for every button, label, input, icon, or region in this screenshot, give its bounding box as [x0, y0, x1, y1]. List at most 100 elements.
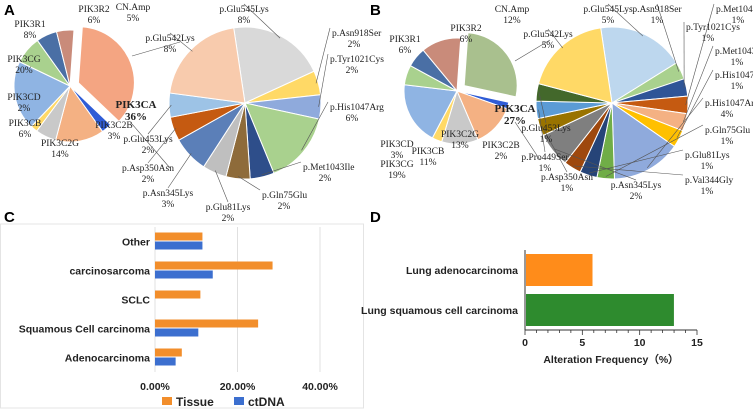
panel-b-main-value-pik3r2: 6% — [460, 35, 473, 45]
panel-c-bar-tissue-other — [155, 232, 203, 241]
panel-b-main-label-pik3cb: PIK3CB — [412, 147, 445, 157]
panel-a-sub-label-p-asn918ser: p.Asn918Ser — [332, 29, 382, 39]
panel-b-main-label-pik3cg: PIK3CG — [380, 160, 413, 170]
panel-a-main-value-pik3cb: 6% — [19, 130, 32, 140]
panel-b-sub-value-p-asp350asn: 1% — [561, 184, 574, 194]
panel-b-sub-label-p-val344gly: p.Val344Gly — [685, 176, 734, 186]
panel-b-main-slice-pik3cg — [403, 84, 458, 139]
panel-a-main-label-cn-amp: CN.Amp — [116, 3, 151, 13]
panel-c-legend-swatch-tissue — [162, 397, 172, 405]
panel-a-sub-label-p-gln75glu: p.Gln75Glu — [262, 191, 307, 201]
panel-b-main-value-pik3c2b: 2% — [495, 152, 508, 162]
panel-a-sub-value-p-glu542lys: 8% — [164, 45, 177, 55]
panel-b-connector-top — [514, 39, 551, 62]
panel-a-main-value-pik3r1: 8% — [24, 31, 37, 41]
panel-a-sub-leader-p-his1047arg — [301, 101, 329, 151]
panel-c-category-other: Other — [122, 237, 150, 249]
panel-b-sub-label-p-glu542lys: p.Glu542Lys — [523, 30, 573, 40]
panel-a-main-label-pik3cd: PIK3CD — [7, 93, 40, 103]
panel-d-xtick: 15 — [691, 337, 703, 349]
panel-c-xtick: 40.00% — [302, 381, 338, 393]
panel-c-legend-swatch-ctdna — [234, 397, 244, 405]
panel-d-letter: D — [370, 209, 381, 226]
panel-c-bar-ctdna-other — [155, 241, 203, 250]
panel-b-sub-label-p-asp350asn: p.Asp350Asn — [541, 173, 593, 183]
panel-b-sub-label-p-his1047arg: p.His1047Arg — [705, 99, 753, 109]
panel-b-sub-value-p-pro449ser: 1% — [539, 164, 552, 174]
panel-b-sub-leader-p-his1047arg — [646, 97, 704, 168]
panel-b-sub-value-p-asn345lys: 2% — [630, 192, 643, 202]
panel-a-main-slice-cn-amp — [55, 29, 75, 87]
panel-a-sub-value-p-met1043ile: 2% — [319, 174, 332, 184]
panel-d-category-lung-adenocarcinoma: Lung adenocarcinoma — [406, 265, 518, 277]
panel-b-sub-value-p-met1043phe: 1% — [731, 58, 744, 68]
panel-c-bar-tissue-adenocarcinoma — [155, 348, 182, 357]
panel-a-main-value-pik3cd: 2% — [18, 104, 31, 114]
panel-c-bar-ctdna-carcinosarcoma — [155, 270, 213, 279]
panel-b-sub-label-p-asn918ser: p.Asn918Ser — [632, 5, 682, 15]
panel-b-sub-leader-p-met1043ile — [685, 3, 715, 105]
panel-d-bar-lung-adenocarcinoma — [526, 254, 593, 286]
panel-a-main-value-pik3c2b: 3% — [108, 132, 121, 142]
panel-b-main-slice-pik3ca — [463, 32, 518, 98]
panel-a-sub-leader-p-glu81lys — [215, 170, 229, 203]
panel-a-main-slice-pik3cg — [13, 61, 71, 128]
panel-a-sub-leader-p-tyr1021cys — [318, 53, 329, 107]
panel-c-bar-ctdna-adenocarcinoma — [155, 357, 176, 366]
panel-a-sub-value-p-asp350asn: 2% — [142, 175, 155, 185]
panel-a-sub-slice-p-glu545lys — [233, 26, 315, 104]
panel-a-sub-value-p-gln75glu: 2% — [278, 202, 291, 212]
panel-a-sub-label-p-asn345lys: p.Asn345Lys — [143, 189, 194, 199]
panel-a-sub-value-p-glu81lys: 2% — [222, 214, 235, 224]
panel-a-sub-value-p-glu545lys: 8% — [238, 16, 251, 26]
panel-a-letter: A — [4, 2, 15, 19]
panel-d-category-lung-squamous-cell-carcinoma: Lung squamous cell carcinoma — [361, 305, 518, 317]
panel-b-sub-slice-p-glu545lys — [600, 26, 678, 104]
panel-b-sub-value-p-val344gly: 1% — [701, 187, 714, 197]
panel-a-sub-label-p-glu453lys: p.Glu453Lys — [123, 135, 173, 145]
panel-a-main-value-cn-amp: 5% — [127, 14, 140, 24]
panel-a-sub-leader-p-glu545lys — [243, 3, 281, 39]
panel-c-letter: C — [4, 209, 15, 226]
panel-c-category-carcinosarcoma: carcinosarcoma — [69, 266, 150, 278]
panel-a-chart: PIK3CA36%PIK3C2B3%PIK3C2G14%PIK3CB6%PIK3… — [7, 3, 384, 224]
panel-b-sub-value-p-glu453lys: 1% — [540, 135, 553, 145]
panel-a-sub-value-p-glu453lys: 2% — [142, 146, 155, 156]
panel-a-sub-slice-p-his1047arg — [244, 102, 320, 174]
panel-a-sub-leader-p-met1043ile — [261, 161, 302, 176]
panel-d-xlabel: Alteration Frequency（%） — [543, 353, 678, 366]
panel-c-bar-tissue-squamous-cell-carcinoma — [155, 319, 259, 328]
panel-b-main-label-pik3c2g: PIK3C2G — [441, 130, 479, 140]
panel-b-sub-leader-p-asn918ser — [656, 3, 679, 72]
panel-a-connector-bottom — [131, 123, 171, 169]
panel-b-sub-leader-p-glu81lys — [589, 149, 684, 174]
panel-d-xtick: 5 — [579, 337, 585, 349]
panel-a-main-label-pik3c2g: PIK3C2G — [41, 139, 79, 149]
panel-a-sub-label-p-met1043ile: p.Met1043Ile — [303, 163, 354, 173]
panel-b-sub-value-p-his1047leu: 1% — [731, 82, 744, 92]
panel-b-main-label-pik3r2: PIK3R2 — [450, 24, 481, 34]
panel-a-sub-label-p-glu545lys: p.Glu545Lys — [219, 5, 269, 15]
panel-c-category-squamous-cell-carcinoma: Squamous Cell carcinoma — [19, 324, 150, 336]
panel-a-main-value-pik3cg: 20% — [15, 66, 33, 76]
panel-a-main-value-pik3ca: 36% — [125, 111, 147, 123]
panel-a-sub-label-p-his1047arg: p.His1047Arg — [330, 103, 384, 113]
panel-b-sub-label-p-glu545lys: p.Glu545Lys — [583, 5, 633, 15]
panel-c-frame — [0, 223, 364, 409]
panel-b-sub-leader-p-gln75glu — [605, 124, 704, 177]
panel-c-bar-tissue-carcinosarcoma — [155, 261, 273, 270]
panel-a-main-label-pik3c2b: PIK3C2B — [95, 121, 132, 131]
panel-b-sub-leader-p-val344gly — [573, 165, 684, 176]
panel-a-main-label-pik3r2: PIK3R2 — [78, 5, 109, 15]
panel-b-main-value-pik3cg: 19% — [388, 171, 406, 181]
panel-b-sub-value-p-glu81lys: 1% — [701, 162, 714, 172]
panel-a-sub-label-p-tyr1021cys: p.Tyr1021Cys — [330, 55, 384, 65]
panel-c-legend-label-ctdna: ctDNA — [248, 395, 285, 409]
panel-b-sub-leader-p-glu453lys — [538, 92, 547, 124]
panel-a-sub-leader-p-asp350asn — [147, 128, 176, 164]
panel-a-main-label-pik3ca: PIK3CA — [116, 99, 157, 111]
panel-b-sub-leader-p-glu542lys — [547, 28, 564, 49]
panel-c-xtick: 20.00% — [220, 381, 256, 393]
panel-c-chart: 0.00%20.00%40.00%OthercarcinosarcomaSCLC… — [0, 223, 364, 409]
